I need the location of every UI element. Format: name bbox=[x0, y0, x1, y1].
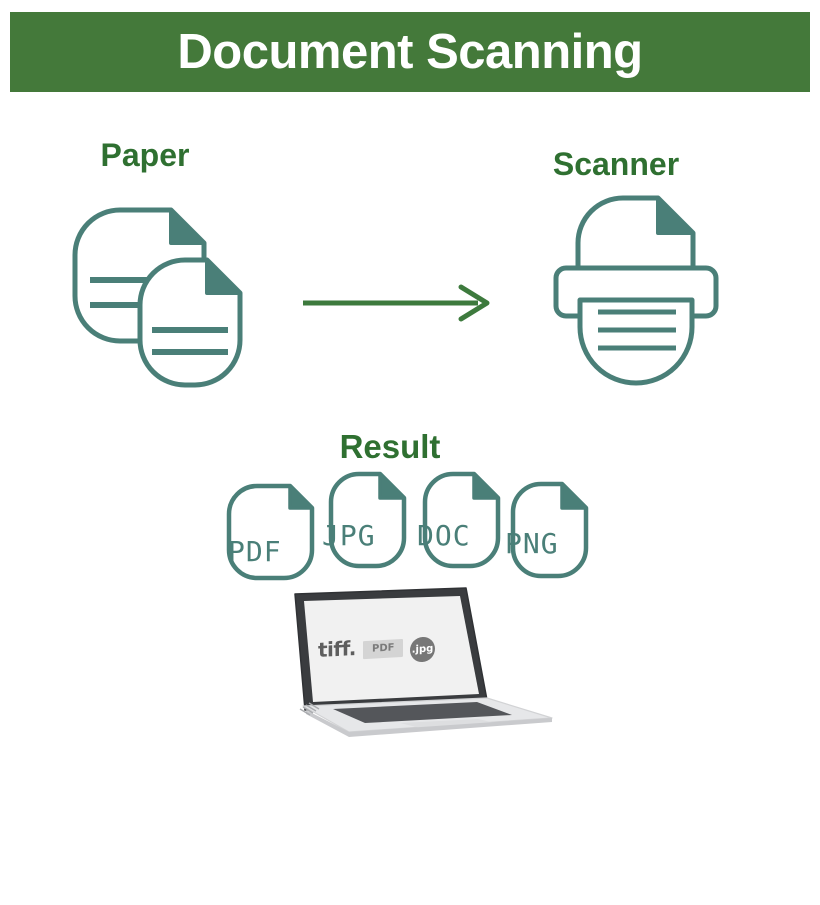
file-type-label-pdf: PDF bbox=[228, 535, 282, 568]
scanner-section-label: Scanner bbox=[552, 146, 680, 182]
jpg-circle-badge: .jpg bbox=[410, 635, 436, 663]
file-jpg-icon bbox=[328, 471, 407, 569]
scanner-document-fold-icon bbox=[656, 196, 695, 235]
file-doc-fold-icon bbox=[472, 472, 500, 500]
pdf-chip-badge: PDF bbox=[362, 638, 404, 660]
laptop-trackpad bbox=[400, 719, 500, 728]
file-type-label-doc: DOC bbox=[417, 519, 471, 552]
file-pdf-fold-icon bbox=[288, 484, 314, 510]
file-png-fold-icon bbox=[560, 482, 588, 510]
result-section-label: Result bbox=[339, 428, 441, 465]
file-pdf-icon bbox=[226, 483, 315, 581]
page-title: Document Scanning bbox=[177, 24, 643, 79]
scanner-output-document bbox=[575, 195, 696, 278]
paper-front-fold-icon bbox=[205, 258, 242, 295]
file-type-label-jpg: JPG bbox=[322, 519, 376, 552]
laptop-screen-content: tiff. PDF .jpg bbox=[318, 633, 448, 665]
scanner-icon bbox=[553, 195, 719, 386]
paper-section-label: Paper bbox=[100, 137, 190, 173]
header-banner: Document Scanning bbox=[10, 12, 810, 92]
arrow-head bbox=[458, 284, 490, 322]
tiff-logo-text: tiff. bbox=[318, 635, 356, 663]
laptop-keyboard bbox=[333, 702, 512, 723]
right-arrow-icon bbox=[303, 284, 490, 322]
scanner-body bbox=[577, 297, 695, 386]
laptop-front-lip bbox=[306, 710, 552, 737]
file-png-icon bbox=[510, 481, 589, 579]
laptop-side-ports bbox=[299, 702, 320, 716]
two-stacked-documents-icon bbox=[72, 207, 243, 388]
file-doc-icon bbox=[422, 471, 501, 569]
file-type-label-png: PNG bbox=[505, 527, 559, 560]
paper-back-fold-icon bbox=[169, 208, 206, 245]
file-jpg-fold-icon bbox=[378, 472, 406, 500]
